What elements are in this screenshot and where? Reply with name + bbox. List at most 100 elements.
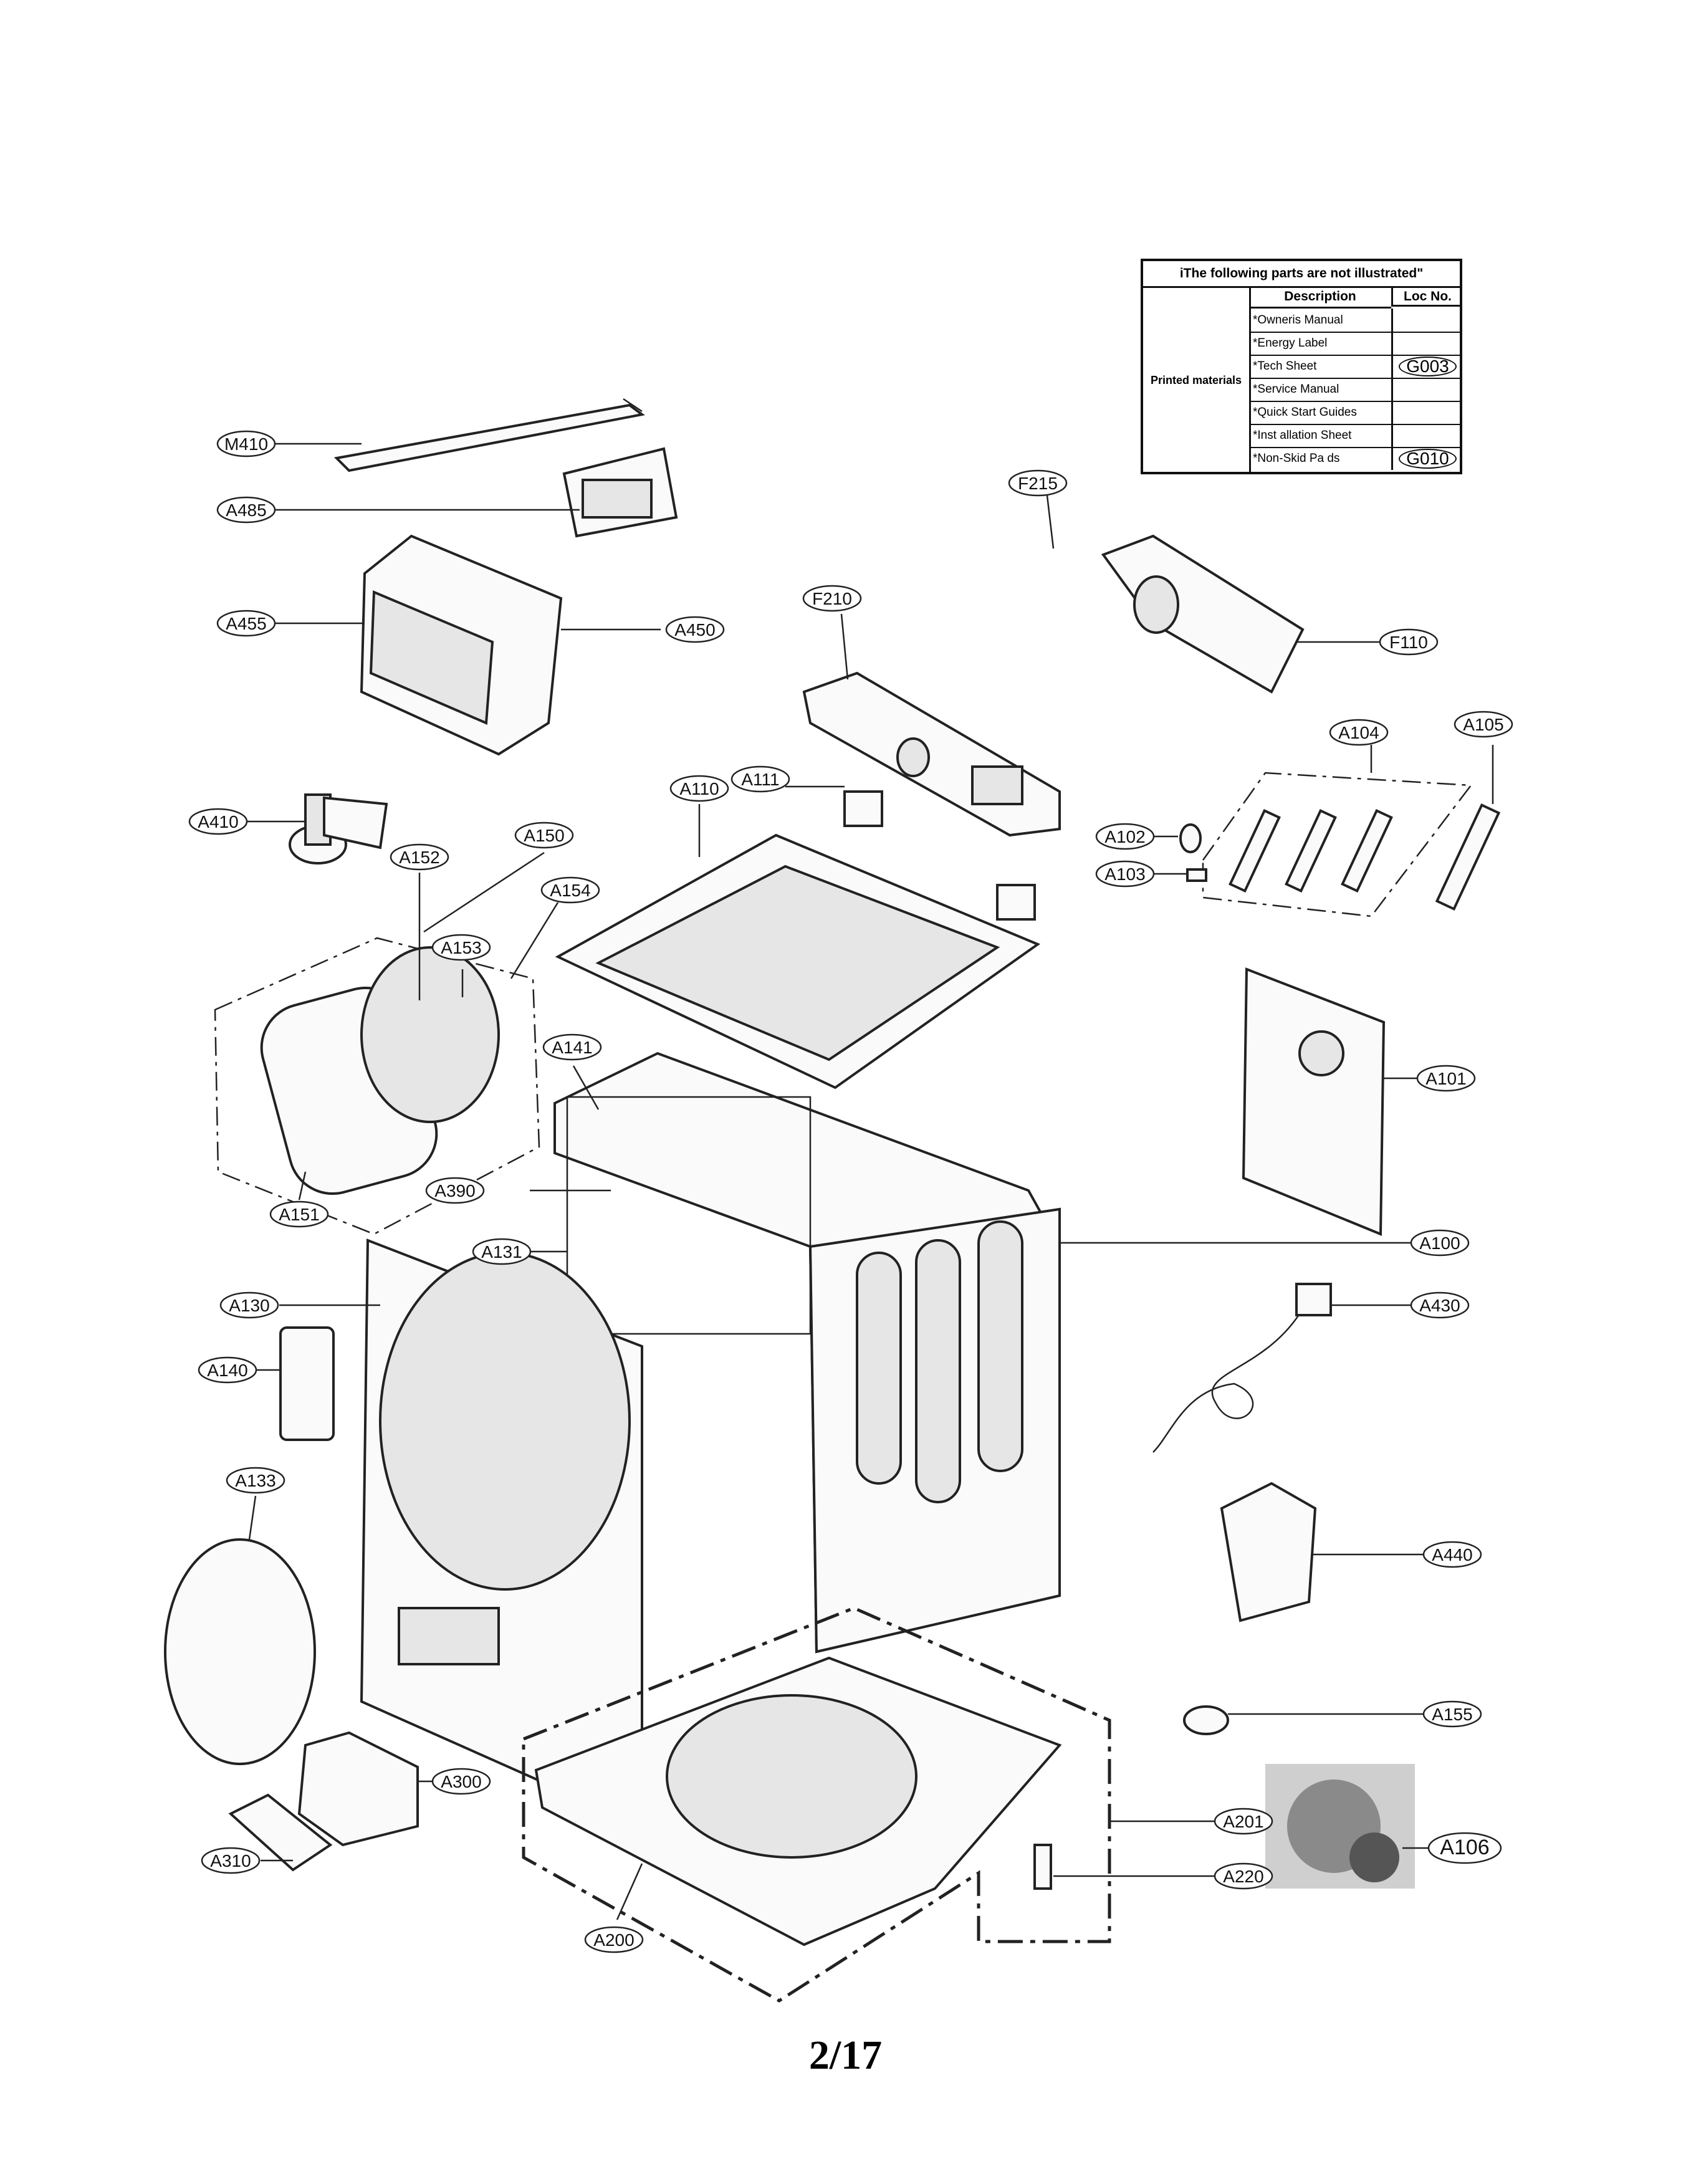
row-description: *Energy Label xyxy=(1253,337,1328,350)
loc-badge: G003 xyxy=(1399,357,1457,376)
callout-a140: A140 xyxy=(198,1356,257,1384)
part-a310-cover xyxy=(228,1793,333,1872)
part-a105-filter xyxy=(1435,803,1501,911)
part-a455-control-module xyxy=(360,534,563,756)
callout-a201: A201 xyxy=(1214,1808,1273,1835)
callout-text: A101 xyxy=(1425,1069,1466,1088)
part-a111-bracket xyxy=(843,790,883,827)
callout-a155: A155 xyxy=(1422,1700,1482,1728)
callout-bubble xyxy=(731,765,790,793)
callout-text: F210 xyxy=(812,589,852,608)
callout-text: F215 xyxy=(1018,474,1058,493)
callout-text: A455 xyxy=(226,614,266,633)
part-a133-cover xyxy=(164,1538,316,1765)
callout-a104: A104 xyxy=(1329,719,1389,746)
callout-bubble xyxy=(1422,1700,1482,1728)
callout-a154: A154 xyxy=(540,876,600,904)
callout-bubble xyxy=(1422,1541,1482,1568)
callout-f215: F215 xyxy=(1008,469,1068,497)
callout-text: A155 xyxy=(1432,1705,1472,1724)
table-col-loc: Loc No. xyxy=(1391,286,1462,307)
callout-text: A151 xyxy=(279,1205,319,1224)
callout-bubble xyxy=(431,934,491,961)
not-illustrated-parts-table: iThe following parts are not illustrated… xyxy=(1141,259,1462,474)
row-loc xyxy=(1391,309,1462,332)
table-header: iThe following parts are not illustrated… xyxy=(1143,261,1460,288)
part-a104-filters xyxy=(1202,772,1473,917)
callout-text: A102 xyxy=(1104,827,1145,846)
callout-text: A106 xyxy=(1440,1836,1489,1859)
callout-text: A103 xyxy=(1104,865,1145,884)
callout-f110: F110 xyxy=(1379,628,1439,656)
part-a140-hinge xyxy=(279,1326,335,1441)
callout-bubble xyxy=(1095,860,1155,888)
row-description: *Tech Sheet xyxy=(1253,360,1317,373)
table-group-label: Printed materials xyxy=(1143,286,1251,474)
callout-bubble xyxy=(226,1467,285,1494)
callout-a100: A100 xyxy=(1410,1229,1470,1257)
callout-text: A153 xyxy=(441,938,481,957)
callout-bubble xyxy=(188,808,248,835)
callout-bubble xyxy=(431,1768,491,1795)
callout-bubble xyxy=(216,496,276,524)
page-number: 2/17 xyxy=(808,2033,883,2078)
callout-bubble xyxy=(1379,628,1439,656)
callout-a131: A131 xyxy=(472,1238,532,1265)
row-description: *Quick Start Guides xyxy=(1253,406,1357,419)
callout-text: A110 xyxy=(679,779,719,798)
part-a111-bracket-2 xyxy=(996,884,1036,921)
row-loc xyxy=(1391,401,1462,424)
leader-lines xyxy=(246,443,1494,1920)
row-loc xyxy=(1391,332,1462,355)
row-loc xyxy=(1391,424,1462,447)
callout-bubble xyxy=(1454,711,1513,738)
callout-bubble xyxy=(425,1177,485,1204)
row-description: *Owneris Manual xyxy=(1253,314,1343,327)
part-a410-motor xyxy=(289,793,388,865)
callout-bubble xyxy=(219,1291,279,1319)
callout-bubble xyxy=(540,876,600,904)
table-row: *Quick Start Guides xyxy=(1249,401,1462,425)
callout-text: A390 xyxy=(434,1181,475,1200)
callout-bubble xyxy=(472,1238,532,1265)
callout-bubble xyxy=(1410,1291,1470,1319)
callout-text: A450 xyxy=(674,620,715,639)
callout-bubble xyxy=(201,1847,261,1874)
row-description: *Non-Skid Pa ds xyxy=(1253,452,1340,465)
callout-bubble xyxy=(1410,1229,1470,1257)
table-row: *Non-Skid Pa ds G010 xyxy=(1249,447,1462,470)
part-a100-cabinet xyxy=(553,1051,1061,1654)
callout-text: A152 xyxy=(399,848,439,867)
row-loc xyxy=(1391,378,1462,401)
callout-text: A154 xyxy=(550,881,590,900)
part-a102-ring xyxy=(1179,823,1202,853)
part-a150-door-assembly xyxy=(214,937,540,1235)
part-m410-bracket xyxy=(333,398,645,472)
callout-a101: A101 xyxy=(1416,1065,1476,1092)
callout-a300: A300 xyxy=(431,1768,491,1795)
callout-bubble xyxy=(1095,823,1155,850)
callout-a430: A430 xyxy=(1410,1291,1470,1319)
callout-bubble xyxy=(584,1926,644,1953)
callout-bubble xyxy=(514,821,574,849)
callout-text: A105 xyxy=(1463,715,1503,734)
callout-text: A131 xyxy=(481,1242,522,1262)
callout-bubble xyxy=(390,843,449,871)
callout-text: A485 xyxy=(226,501,266,520)
row-description: *Service Manual xyxy=(1253,383,1339,396)
table-row: *Energy Label xyxy=(1249,332,1462,356)
callout-bubble xyxy=(1214,1808,1273,1835)
part-a155-grommet xyxy=(1183,1705,1229,1735)
callout-bubble xyxy=(1329,719,1389,746)
table-row: *Inst allation Sheet xyxy=(1249,424,1462,448)
part-a130-front-panel xyxy=(360,1238,643,1829)
callout-bubble xyxy=(542,1033,602,1061)
callout-text: A440 xyxy=(1432,1545,1472,1564)
callout-a110: A110 xyxy=(669,775,729,802)
callout-text: A141 xyxy=(552,1038,592,1057)
part-a430-power-cord xyxy=(1152,1283,1332,1453)
part-f210-drawer-panel xyxy=(802,671,1061,837)
callout-a130: A130 xyxy=(219,1291,279,1319)
callout-a141: A141 xyxy=(542,1033,602,1061)
